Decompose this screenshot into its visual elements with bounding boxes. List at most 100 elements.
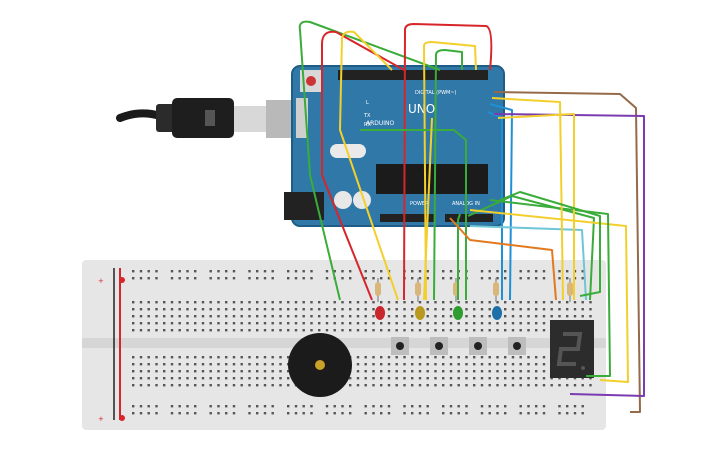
breadboard-hole[interactable]	[325, 329, 329, 332]
breadboard-hole[interactable]	[395, 363, 398, 366]
breadboard-hole[interactable]	[325, 315, 329, 318]
breadboard-hole[interactable]	[535, 270, 538, 273]
breadboard-hole[interactable]	[550, 384, 553, 387]
breadboard-hole[interactable]	[504, 363, 507, 366]
breadboard-hole[interactable]	[163, 308, 166, 311]
breadboard-hole[interactable]	[504, 377, 507, 380]
breadboard-hole[interactable]	[519, 322, 522, 325]
breadboard-hole[interactable]	[542, 329, 546, 332]
breadboard-hole[interactable]	[395, 329, 398, 332]
breadboard-hole[interactable]	[411, 356, 414, 359]
breadboard-hole[interactable]	[178, 405, 181, 408]
breadboard-hole[interactable]	[535, 363, 538, 366]
breadboard-hole[interactable]	[271, 363, 274, 366]
breadboard-hole[interactable]	[504, 412, 507, 415]
jumper-wire[interactable]	[499, 191, 601, 297]
breadboard-hole[interactable]	[356, 301, 360, 304]
breadboard-hole[interactable]	[225, 377, 228, 380]
breadboard-hole[interactable]	[333, 315, 336, 318]
breadboard-hole[interactable]	[356, 377, 360, 380]
breadboard-hole[interactable]	[426, 315, 429, 318]
breadboard-hole[interactable]	[271, 315, 274, 318]
breadboard-hole[interactable]	[442, 377, 445, 380]
breadboard-hole[interactable]	[256, 322, 259, 325]
breadboard-hole[interactable]	[496, 277, 499, 280]
jumper-wire[interactable]	[433, 49, 463, 301]
breadboard-hole[interactable]	[186, 377, 189, 380]
breadboard-hole[interactable]	[139, 277, 143, 280]
breadboard-hole[interactable]	[155, 356, 158, 359]
breadboard-hole[interactable]	[209, 315, 212, 318]
breadboard-hole[interactable]	[535, 322, 538, 325]
breadboard-hole[interactable]	[248, 322, 251, 325]
breadboard-hole[interactable]	[139, 384, 143, 387]
breadboard-hole[interactable]	[364, 356, 367, 359]
breadboard-hole[interactable]	[209, 370, 212, 373]
breadboard-hole[interactable]	[480, 384, 484, 387]
breadboard-hole[interactable]	[341, 277, 344, 280]
breadboard-hole[interactable]	[263, 315, 267, 318]
breadboard-hole[interactable]	[480, 405, 484, 408]
breadboard-hole[interactable]	[488, 277, 491, 280]
breadboard-hole[interactable]	[488, 308, 491, 311]
breadboard-hole[interactable]	[418, 412, 422, 415]
breadboard-hole[interactable]	[496, 405, 499, 408]
breadboard-hole[interactable]	[356, 384, 360, 387]
breadboard-hole[interactable]	[465, 405, 468, 408]
breadboard-hole[interactable]	[442, 315, 445, 318]
breadboard-hole[interactable]	[349, 412, 352, 415]
breadboard-hole[interactable]	[411, 412, 414, 415]
breadboard-hole[interactable]	[395, 322, 398, 325]
breadboard-hole[interactable]	[542, 270, 546, 273]
breadboard-hole[interactable]	[209, 322, 212, 325]
jumper-wires[interactable]	[298, 20, 645, 413]
breadboard-hole[interactable]	[194, 370, 197, 373]
breadboard-hole[interactable]	[232, 322, 236, 325]
breadboard-hole[interactable]	[519, 370, 522, 373]
breadboard-hole[interactable]	[558, 384, 561, 387]
breadboard-hole[interactable]	[542, 308, 546, 311]
breadboard-hole[interactable]	[581, 277, 584, 280]
breadboard-hole[interactable]	[170, 322, 174, 325]
breadboard-hole[interactable]	[496, 377, 499, 380]
breadboard-hole[interactable]	[465, 315, 468, 318]
breadboard-hole[interactable]	[139, 329, 143, 332]
breadboard-hole[interactable]	[217, 412, 220, 415]
breadboard-hole[interactable]	[550, 315, 553, 318]
breadboard-hole[interactable]	[566, 315, 569, 318]
breadboard-hole[interactable]	[581, 377, 584, 380]
breadboard-hole[interactable]	[248, 277, 251, 280]
breadboard-hole[interactable]	[387, 363, 391, 366]
breadboard-hole[interactable]	[473, 315, 476, 318]
breadboard-hole[interactable]	[581, 405, 584, 408]
breadboard-hole[interactable]	[504, 370, 507, 373]
breadboard-hole[interactable]	[364, 370, 367, 373]
breadboard-hole[interactable]	[155, 322, 158, 325]
breadboard-hole[interactable]	[186, 329, 189, 332]
breadboard-hole[interactable]	[294, 270, 298, 273]
breadboard-hole[interactable]	[457, 384, 460, 387]
breadboard-hole[interactable]	[372, 377, 375, 380]
breadboard-hole[interactable]	[186, 384, 189, 387]
breadboard-hole[interactable]	[209, 301, 212, 304]
breadboard-hole[interactable]	[349, 377, 352, 380]
breadboard-hole[interactable]	[225, 308, 228, 311]
breadboard-hole[interactable]	[209, 356, 212, 359]
breadboard-hole[interactable]	[442, 412, 445, 415]
breadboard-hole[interactable]	[519, 277, 522, 280]
breadboard-hole[interactable]	[256, 412, 259, 415]
breadboard-hole[interactable]	[279, 308, 282, 311]
breadboard-hole[interactable]	[372, 405, 375, 408]
breadboard-hole[interactable]	[527, 315, 530, 318]
breadboard-hole[interactable]	[372, 329, 375, 332]
breadboard-hole[interactable]	[170, 301, 174, 304]
breadboard-hole[interactable]	[573, 377, 577, 380]
breadboard-hole[interactable]	[139, 322, 143, 325]
breadboard-hole[interactable]	[372, 322, 375, 325]
breadboard-hole[interactable]	[240, 329, 243, 332]
breadboard-hole[interactable]	[457, 322, 460, 325]
breadboard-hole[interactable]	[387, 370, 391, 373]
breadboard-hole[interactable]	[465, 412, 468, 415]
breadboard-hole[interactable]	[411, 405, 414, 408]
breadboard-hole[interactable]	[558, 405, 561, 408]
